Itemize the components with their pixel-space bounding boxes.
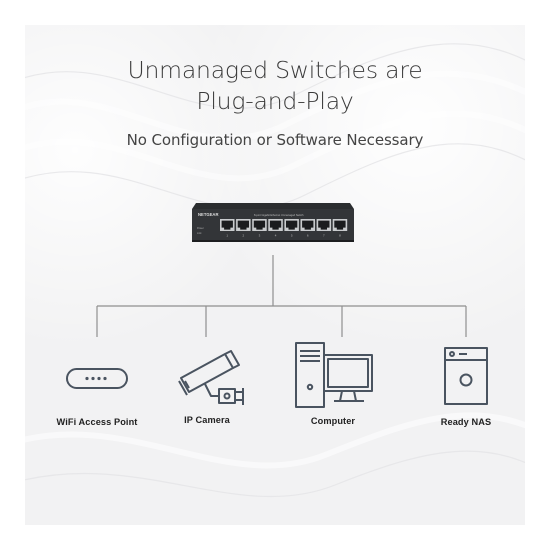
subheadline: No Configuration or Software Necessary xyxy=(126,131,424,149)
ip-camera-label: IP Camera xyxy=(184,415,230,425)
switch-port-number: 8 xyxy=(339,234,341,238)
switch-port: 6 xyxy=(300,219,315,238)
ip-camera-icon xyxy=(178,350,244,405)
switch-port-number: 1 xyxy=(226,234,228,238)
switch-port: 5 xyxy=(284,219,299,238)
switch-port: 8 xyxy=(332,219,348,238)
switch-port: 7 xyxy=(316,219,332,238)
switch-model-text: 8-port Gigabit Ethernet Unmanaged Switch xyxy=(254,213,304,217)
switch-port: 1 xyxy=(220,219,235,238)
switch-port-number: 6 xyxy=(307,234,309,238)
connection-lines xyxy=(96,255,467,337)
switch-brand-logo: NETGEAR xyxy=(198,212,218,217)
headline-line-2: Plug-and-Play xyxy=(196,87,354,115)
background-wave-pattern xyxy=(25,25,525,525)
wifi-access-point-label: WiFi Access Point xyxy=(56,417,138,427)
switch-port: 4 xyxy=(268,219,283,238)
switch-port-number: 4 xyxy=(275,234,277,238)
switch-port-number: 5 xyxy=(291,234,293,238)
nas-storage-icon xyxy=(444,347,488,405)
computer-label: Computer xyxy=(310,416,356,426)
switch-power-label: Power xyxy=(197,227,204,230)
wifi-access-point-icon xyxy=(66,368,128,389)
product-infographic: Unmanaged Switches are Plug-and-Play No … xyxy=(25,25,525,525)
headline: Unmanaged Switches are Plug-and-Play xyxy=(25,55,525,117)
switch-port-number: 7 xyxy=(323,234,325,238)
headline-line-1: Unmanaged Switches are xyxy=(127,56,423,84)
switch-link-label: Link xyxy=(197,232,202,235)
network-switch: NETGEAR 8-port Gigabit Ethernet Unmanage… xyxy=(192,203,354,242)
ready-nas-label: Ready NAS xyxy=(440,417,492,427)
switch-port: 2 xyxy=(236,219,251,238)
switch-port: 3 xyxy=(252,219,267,238)
computer-icon xyxy=(295,342,373,408)
switch-port-number: 2 xyxy=(243,234,245,238)
switch-port-number: 3 xyxy=(259,234,261,238)
